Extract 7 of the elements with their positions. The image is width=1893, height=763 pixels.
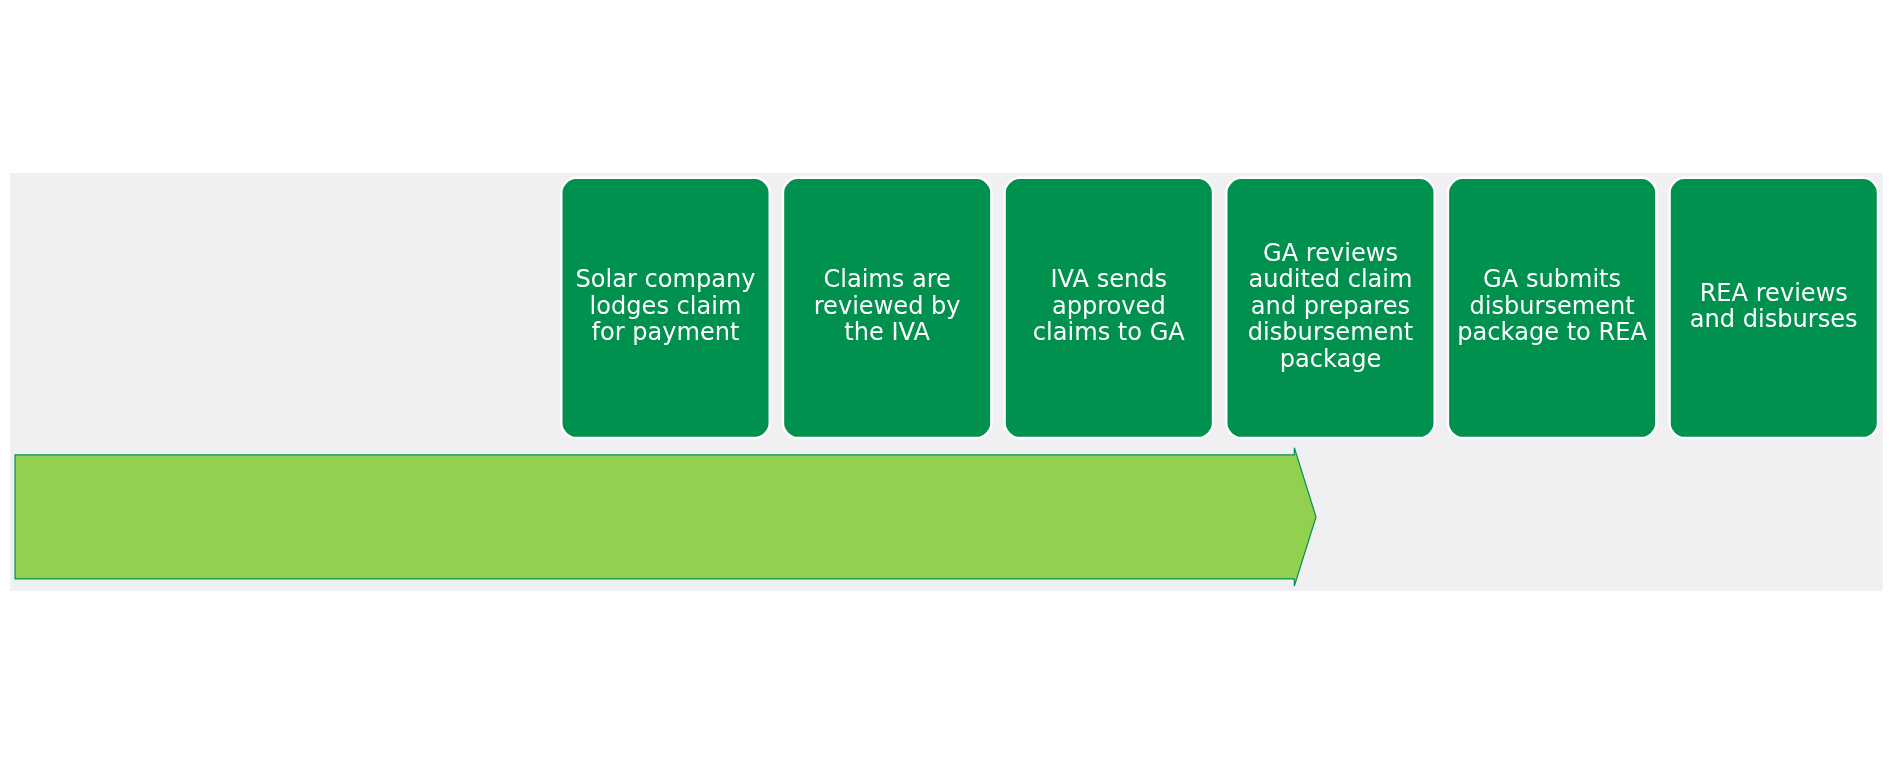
node-box: REA reviews and disburses xyxy=(1668,176,1880,439)
node-box: Solar company lodges claim for payment xyxy=(560,176,771,439)
node-box: IVA sends approved claims to GA xyxy=(1003,176,1215,439)
node-box: GA reviews audited claim and prepares disbursement package xyxy=(1225,176,1436,439)
node-box: Claims are reviewed by the IVA xyxy=(781,176,993,439)
node-box: GA submits disbursement package to REA xyxy=(1446,176,1658,439)
node-arrow xyxy=(14,446,1317,587)
